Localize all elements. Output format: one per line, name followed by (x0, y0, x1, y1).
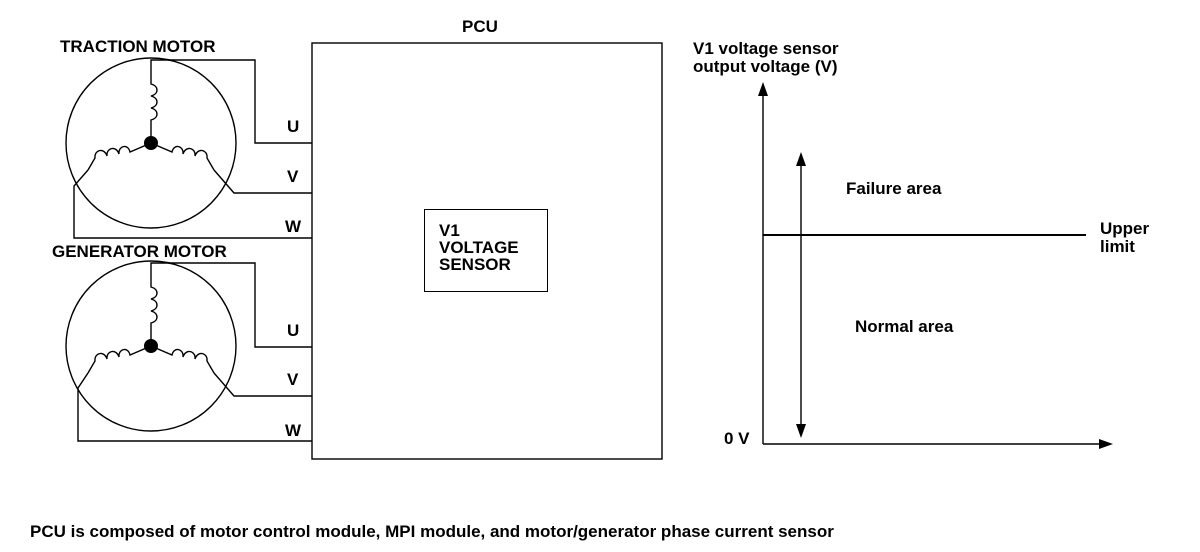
sensor-line-1: V1 (439, 221, 460, 240)
pcu-box (311, 42, 663, 460)
zero-volt-label: 0 V (724, 429, 750, 448)
y-axis-arrowhead (758, 82, 768, 96)
generator-wire-u (150, 262, 312, 348)
generator-motor-label: GENERATOR MOTOR (52, 242, 227, 261)
generator-phase-u: U (287, 321, 300, 340)
generator-phase-w: W (285, 421, 302, 440)
y-axis-label-line-2: output voltage (V) (693, 57, 838, 76)
traction-motor-symbol (65, 57, 237, 229)
sensor-line-2: VOLTAGE (439, 238, 519, 257)
failure-area-label: Failure area (846, 179, 942, 198)
y-axis-label-line-1: V1 voltage sensor (693, 39, 839, 58)
normal-area-label: Normal area (855, 317, 954, 336)
traction-phase-u: U (287, 117, 300, 136)
traction-wire-u (150, 59, 312, 144)
generator-motor-symbol (65, 260, 237, 432)
range-arrow-down-head (796, 424, 806, 438)
generator-phase-v: V (287, 370, 299, 389)
upper-limit-label-line-1: Upper (1100, 219, 1150, 238)
upper-limit-label-line-2: limit (1100, 237, 1135, 256)
traction-motor-label: TRACTION MOTOR (60, 37, 216, 56)
range-arrow-up-head (796, 152, 806, 166)
traction-wire-w (73, 169, 312, 239)
sensor-line-3: SENSOR (439, 255, 511, 274)
footer-note: PCU is composed of motor control module,… (30, 522, 834, 541)
x-axis-arrowhead (1099, 439, 1113, 449)
pcu-title: PCU (462, 17, 498, 36)
generator-wire-v (213, 372, 312, 397)
traction-wire-v (213, 169, 312, 194)
generator-wire-w (77, 372, 312, 442)
traction-phase-v: V (287, 167, 299, 186)
traction-phase-w: W (285, 217, 302, 236)
v1-voltage-sensor-box: V1 VOLTAGE SENSOR (424, 209, 548, 292)
